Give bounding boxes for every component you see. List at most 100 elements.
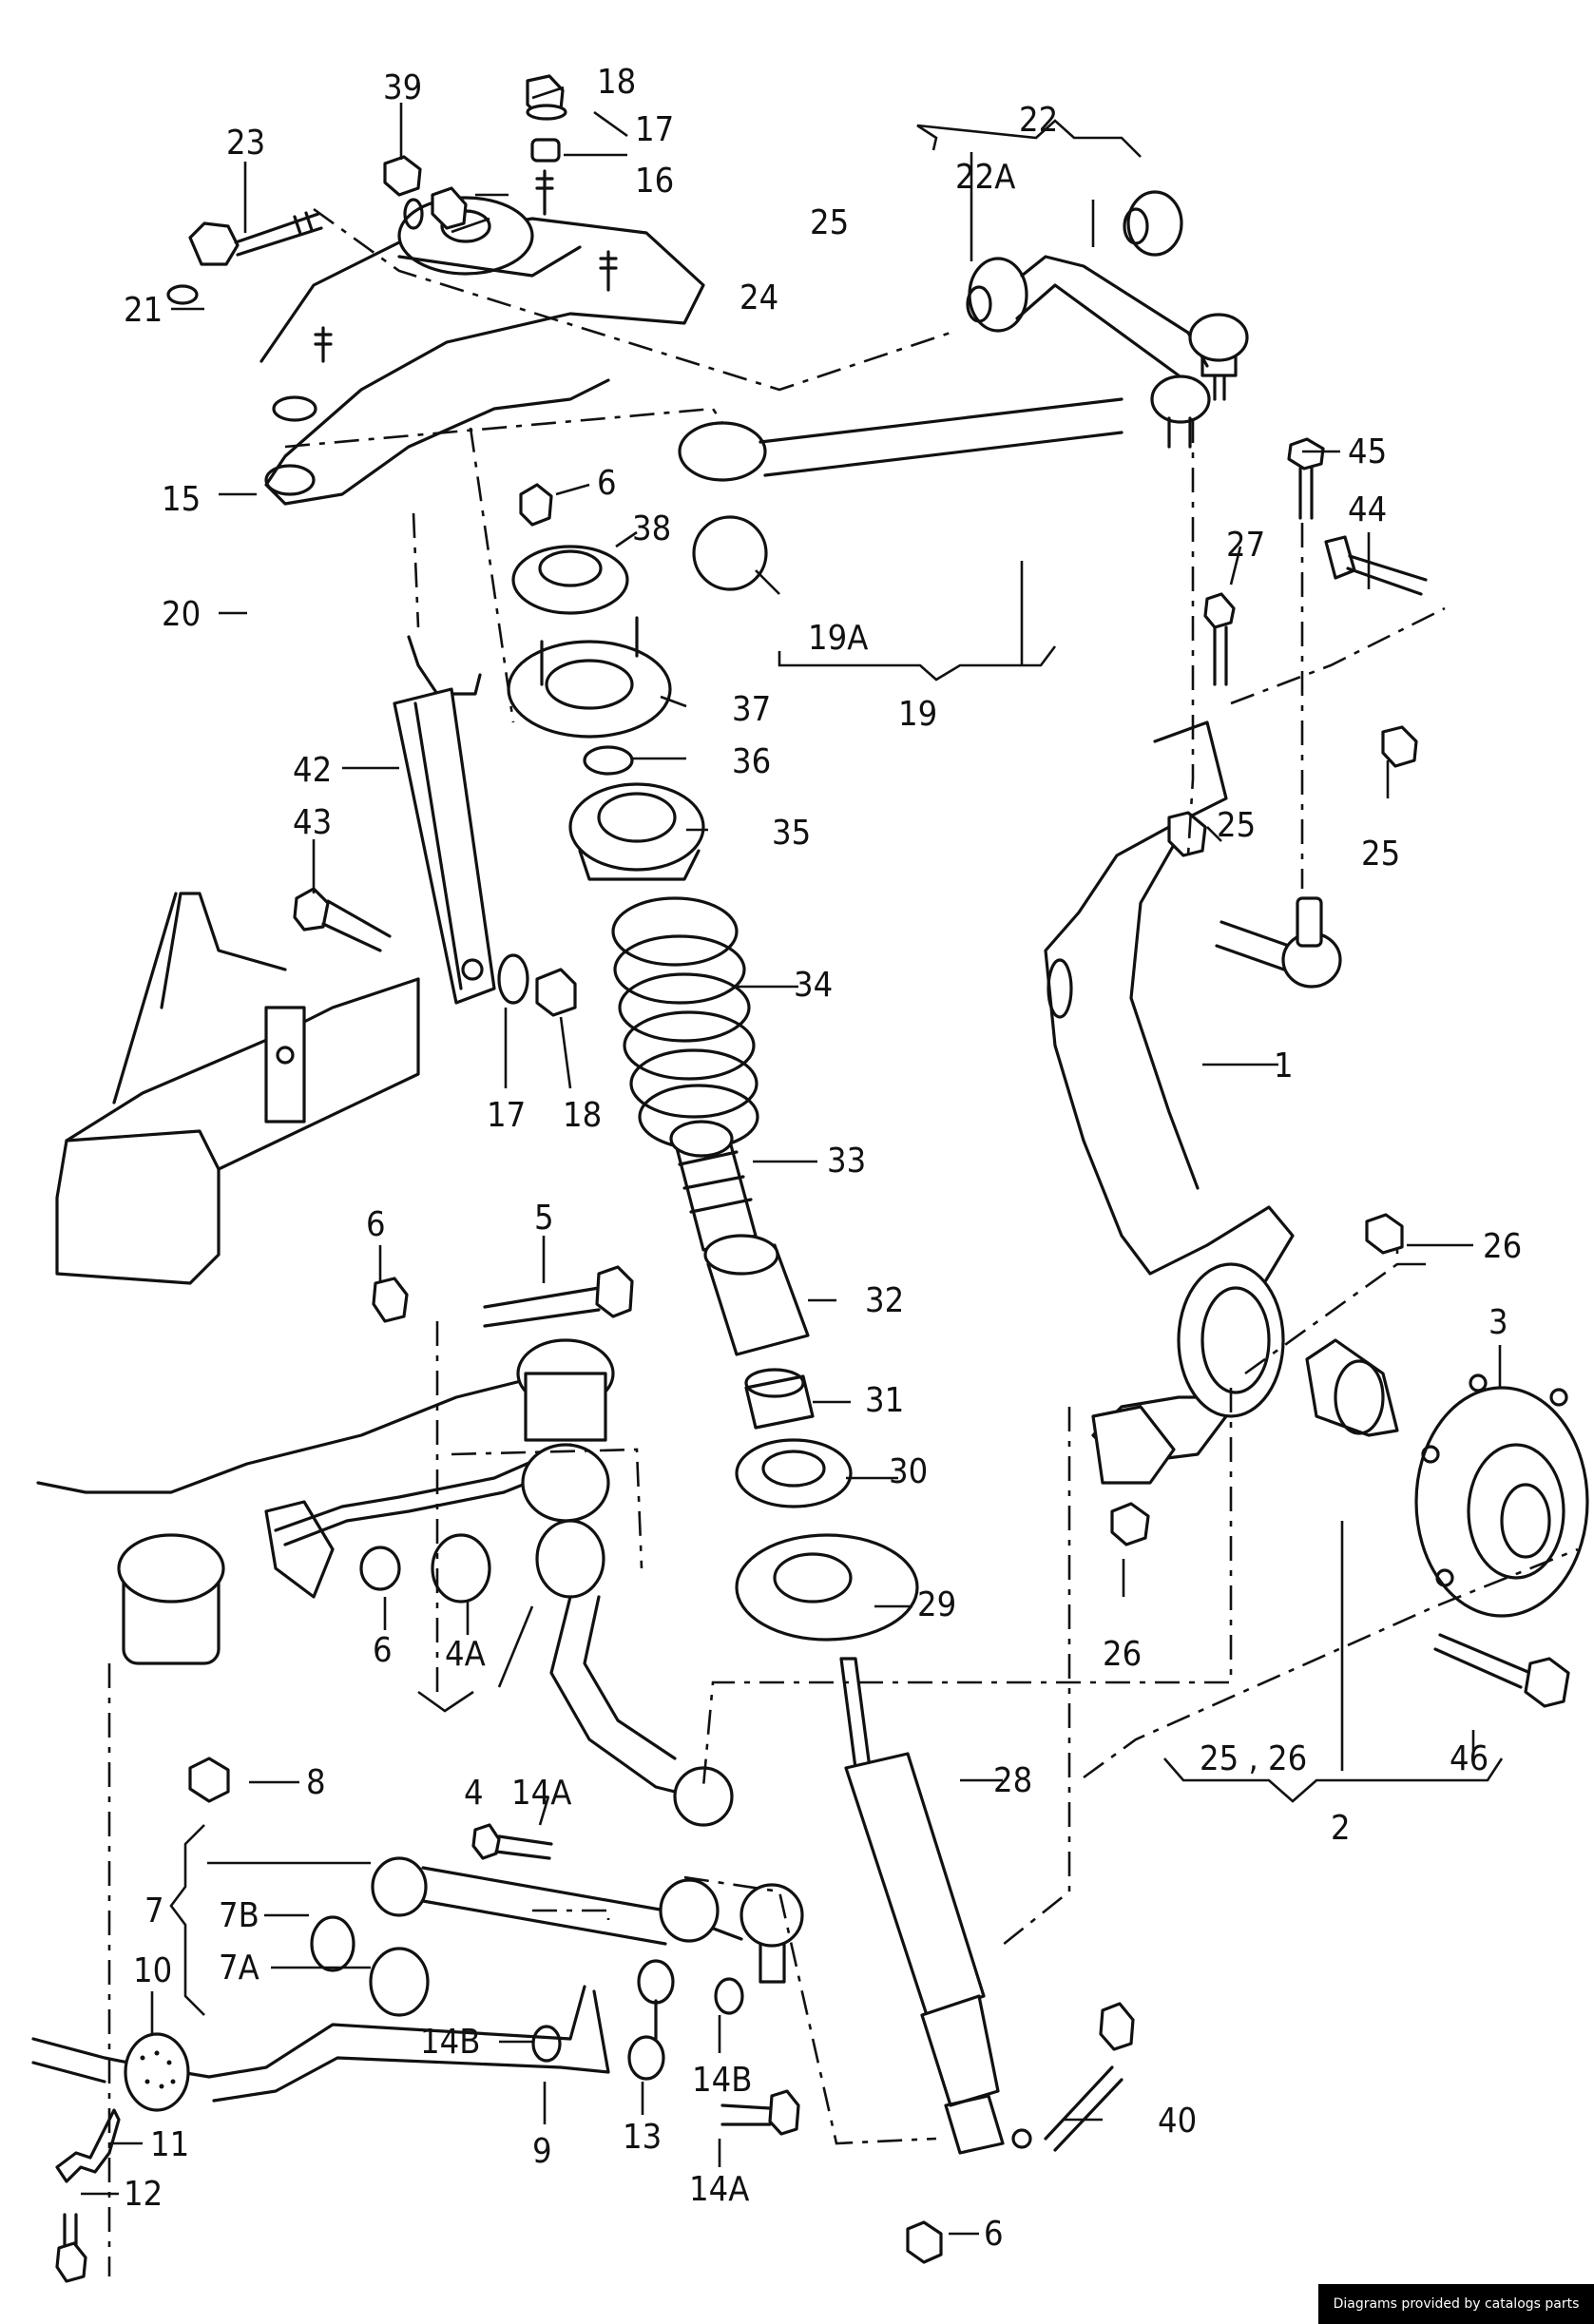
nut-18-lower <box>535 968 577 1017</box>
callout-21: 21 <box>124 291 163 330</box>
callout-14B-right: 14B <box>692 2061 752 2100</box>
bolt-12 <box>55 2213 87 2283</box>
callout-10: 10 <box>133 1951 172 1990</box>
nut-6-lower <box>359 1546 401 1591</box>
coil-spring-34 <box>611 896 759 1150</box>
bolt-23 <box>188 211 323 266</box>
callout-20: 20 <box>162 595 201 634</box>
nut-39 <box>383 155 422 197</box>
callout-22A: 22A <box>955 158 1015 197</box>
callout-16: 16 <box>635 162 674 201</box>
callout-25-26: 25 , 26 <box>1200 1739 1307 1778</box>
spacer-16 <box>530 138 561 163</box>
stabilizer-link-13 <box>627 1959 675 2081</box>
bushing-19A <box>692 515 768 591</box>
clamp-11 <box>55 2108 121 2183</box>
dust-boot-32 <box>703 1234 810 1356</box>
nut-26-lower <box>1110 1502 1150 1546</box>
wheel-bearing-2 <box>1305 1338 1399 1437</box>
callout-4: 4 <box>464 1774 484 1813</box>
bushing-31 <box>744 1368 815 1430</box>
wheel-hub-3 <box>1414 1373 1589 1618</box>
lower-arm-4 <box>549 1595 696 1798</box>
leader-lines <box>81 86 1504 2236</box>
callout-11: 11 <box>150 2125 189 2164</box>
subframe <box>36 1376 577 1665</box>
bolt-8 <box>188 1757 230 1803</box>
spring-seat-35 <box>568 782 705 881</box>
bushing-10 <box>124 2032 190 2112</box>
bushing-22A <box>1123 190 1183 257</box>
bolt-5 <box>483 1265 634 1328</box>
callout-6: 6 <box>597 464 617 503</box>
callout-23: 23 <box>226 124 265 163</box>
upper-arm-22 <box>966 255 1249 401</box>
bolt-14A-top <box>471 1823 553 1860</box>
callout-26-upper: 26 <box>1483 1227 1522 1266</box>
shock-absorber-28 <box>839 1657 1032 2155</box>
callout-5: 5 <box>534 1199 554 1238</box>
callout-13: 13 <box>623 2118 662 2157</box>
chassis-rail <box>55 892 420 1285</box>
bolt-46 <box>1433 1633 1570 1708</box>
callout-7B: 7B <box>219 1896 259 1935</box>
lower-arm-bushings <box>516 1338 615 1523</box>
callout-37: 37 <box>732 690 771 729</box>
bushing-7A <box>369 1947 430 2017</box>
bump-stop-33 <box>669 1120 758 1252</box>
callout-15: 15 <box>162 480 201 519</box>
strut-mount-37 <box>507 616 672 739</box>
callout-38: 38 <box>632 509 671 548</box>
callout-9: 9 <box>532 2132 552 2171</box>
bushing-4A-a <box>431 1533 491 1604</box>
callout-22: 22 <box>1019 101 1058 140</box>
clip-21 <box>166 284 199 305</box>
callout-43: 43 <box>293 803 332 842</box>
callout-3: 3 <box>1488 1303 1508 1342</box>
callout-31: 31 <box>865 1381 904 1420</box>
callout-14A-lower: 14A <box>689 2170 749 2209</box>
callout-32: 32 <box>865 1281 904 1320</box>
bolt-40 <box>1044 2002 1135 2152</box>
callout-36: 36 <box>732 742 771 781</box>
callout-6-bottom: 6 <box>984 2215 1004 2254</box>
callout-17: 17 <box>635 110 674 149</box>
callout-30: 30 <box>889 1452 928 1491</box>
callout-14B-left: 14B <box>420 2023 480 2062</box>
steering-knuckle-1 <box>1044 720 1295 1485</box>
bolt-43 <box>293 887 392 952</box>
nut-25-lower-right <box>1381 725 1418 768</box>
washer-36 <box>583 745 634 776</box>
callout-19: 19 <box>898 695 937 734</box>
callout-25: 25 <box>810 203 849 242</box>
bolt-14A-lower <box>720 2089 800 2136</box>
mount-studs <box>314 169 618 363</box>
nut-26-upper <box>1365 1213 1404 1255</box>
diagram-credit-banner: Diagrams provided by catalogs parts <box>1318 2284 1594 2324</box>
stabilizer-bar-9 <box>31 1985 610 2103</box>
callout-8: 8 <box>306 1763 326 1802</box>
tie-rod-end <box>1215 896 1342 989</box>
callout-27: 27 <box>1226 526 1265 565</box>
nut-25-lower-left <box>1167 811 1207 857</box>
callout-12: 12 <box>124 2175 163 2214</box>
washer-24 <box>403 198 424 230</box>
callout-26-lower: 26 <box>1103 1635 1142 1674</box>
nut-14B-right <box>714 1977 744 2015</box>
callout-39: 39 <box>383 68 422 107</box>
callout-6-lower: 6 <box>373 1631 393 1670</box>
bolt-45 <box>1287 437 1325 520</box>
callout-17-lower: 17 <box>487 1096 526 1135</box>
callout-labels: 18 39 17 16 23 25 24 21 22 22A 15 6 45 4… <box>124 63 1522 2254</box>
callout-29: 29 <box>917 1585 956 1624</box>
nut-14B-left <box>531 2025 562 2063</box>
callout-46: 46 <box>1450 1739 1488 1778</box>
strut-mount-bracket <box>259 196 705 506</box>
callout-44: 44 <box>1348 490 1387 529</box>
bolt-44 <box>1324 535 1428 596</box>
bushing-7B <box>310 1915 355 1972</box>
callout-18: 18 <box>597 63 636 102</box>
spring-pad-30 <box>735 1438 853 1508</box>
callout-19A: 19A <box>808 619 868 658</box>
